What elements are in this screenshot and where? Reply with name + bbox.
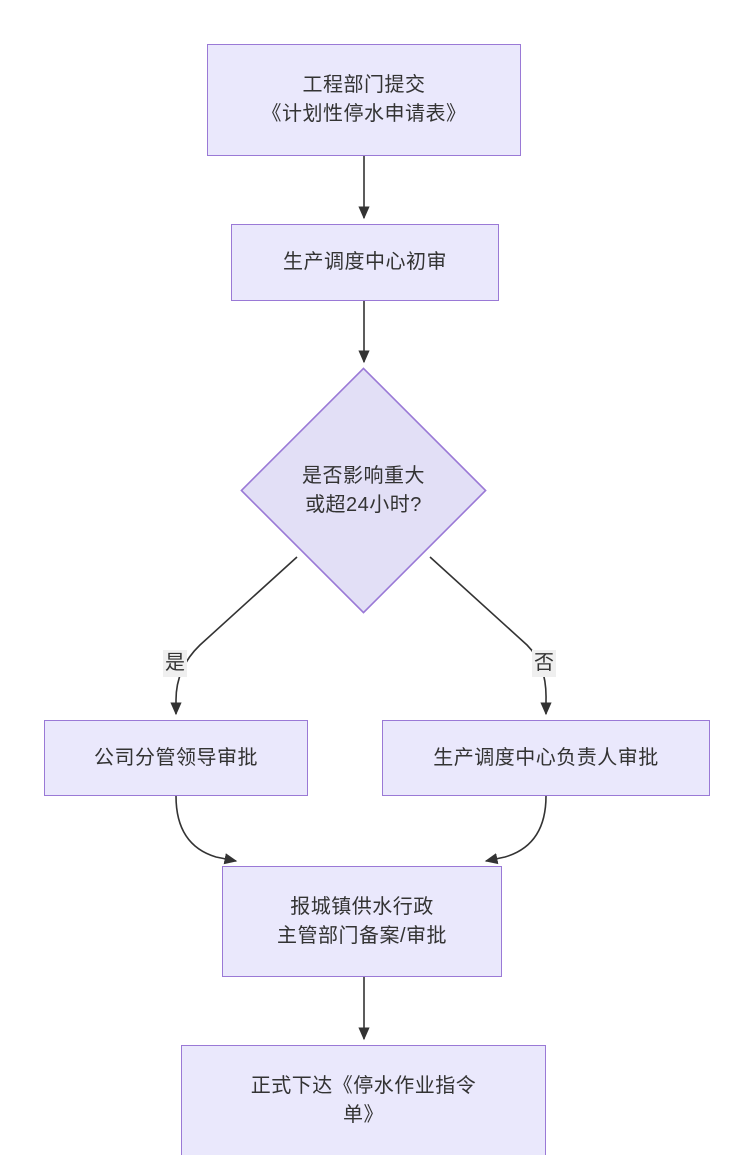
- node-decision-impact-label: 是否影响重大 或超24小时?: [302, 464, 425, 516]
- edge-leader-approval-to-filing: [175, 795, 238, 865]
- edge-center-head-approval-to-filing: [484, 795, 547, 865]
- node-submit-application-label: 工程部门提交 《计划性停水申请表》: [261, 74, 467, 125]
- node-government-filing[interactable]: 报城镇供水行政 主管部门备案/审批: [222, 866, 502, 977]
- node-issue-order[interactable]: 正式下达《停水作业指令 单》: [181, 1045, 546, 1155]
- node-center-head-approval[interactable]: 生产调度中心负责人审批: [382, 720, 710, 796]
- edge-label-yes: 是: [163, 650, 187, 677]
- node-submit-application[interactable]: 工程部门提交 《计划性停水申请表》: [207, 44, 521, 156]
- node-government-filing-label: 报城镇供水行政 主管部门备案/审批: [276, 895, 448, 947]
- node-decision-impact[interactable]: 是否影响重大 或超24小时?: [240, 367, 487, 614]
- node-issue-order-label: 正式下达《停水作业指令 单》: [250, 1075, 477, 1126]
- node-center-head-approval-label: 生产调度中心负责人审批: [433, 746, 659, 769]
- edge-label-no: 否: [532, 650, 556, 677]
- node-leader-approval[interactable]: 公司分管领导审批: [44, 720, 308, 796]
- diamond-shape-icon: [240, 367, 487, 614]
- node-leader-approval-label: 公司分管领导审批: [94, 746, 258, 769]
- node-initial-review[interactable]: 生产调度中心初审: [231, 224, 499, 301]
- node-initial-review-label: 生产调度中心初审: [283, 251, 447, 273]
